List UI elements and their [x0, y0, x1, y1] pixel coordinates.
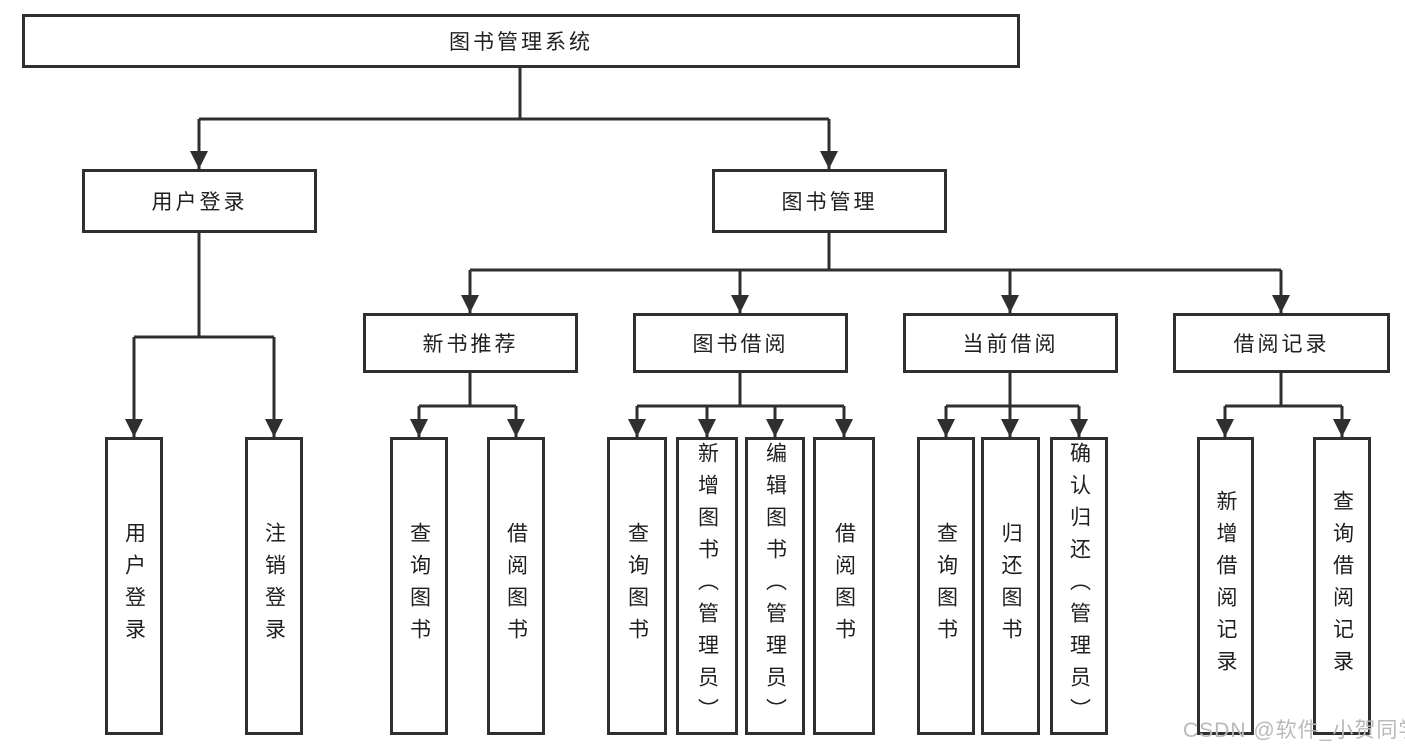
node-current-borrow: 当前借阅: [903, 313, 1118, 373]
node-root: 图书管理系统: [22, 14, 1020, 68]
leaf-confirm-return-admin: 确认归还（管理员）: [1050, 437, 1108, 735]
leaf-edit-book-admin: 编辑图书（管理员）: [745, 437, 805, 735]
leaf-borrow-book: 借阅图书: [813, 437, 875, 735]
leaf-query-borrow-record: 查询借阅记录: [1313, 437, 1371, 735]
leaf-return-book: 归还图书: [981, 437, 1040, 735]
node-new-book-recommend: 新书推荐: [363, 313, 578, 373]
leaf-add-book-admin: 新增图书（管理员）: [676, 437, 738, 735]
leaf-recommend-borrow-book: 借阅图书: [487, 437, 545, 735]
leaf-add-borrow-record: 新增借阅记录: [1197, 437, 1254, 735]
leaf-recommend-query-book: 查询图书: [390, 437, 448, 735]
leaf-logout: 注销登录: [245, 437, 303, 735]
node-borrow-records: 借阅记录: [1173, 313, 1390, 373]
leaf-user-login: 用户登录: [105, 437, 163, 735]
node-book-borrow: 图书借阅: [633, 313, 848, 373]
csdn-watermark: CSDN @软件_小贺同学: [1183, 719, 1405, 742]
node-book-management: 图书管理: [712, 169, 947, 233]
node-user-login: 用户登录: [82, 169, 317, 233]
leaf-current-query-book: 查询图书: [917, 437, 975, 735]
leaf-borrow-query-book: 查询图书: [607, 437, 667, 735]
